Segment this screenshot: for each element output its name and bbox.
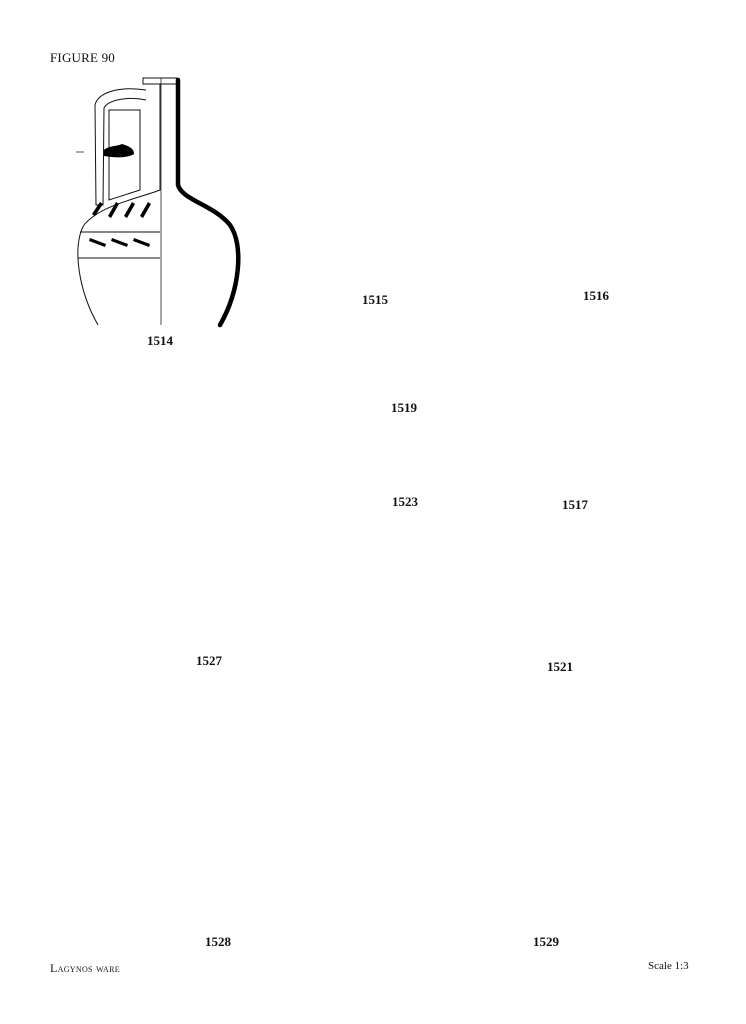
- vessel-drawing-1514: [76, 77, 241, 328]
- catalog-number-1527: 1527: [196, 653, 222, 668]
- catalog-number-1514: 1514: [147, 333, 173, 348]
- catalog-number-1528: 1528: [205, 934, 231, 949]
- scale-note: Scale 1:3: [648, 960, 689, 972]
- catalog-number-1515: 1515: [362, 292, 388, 307]
- catalog-number-1529: 1529: [533, 934, 559, 949]
- catalog-number-1517: 1517: [562, 497, 588, 512]
- plate-caption: Lagynos ware: [50, 961, 120, 975]
- catalog-number-1519: 1519: [391, 400, 417, 415]
- catalog-number-1523: 1523: [392, 494, 418, 509]
- catalog-number-1516: 1516: [583, 288, 609, 303]
- figure-title: FIGURE 90: [50, 50, 115, 65]
- catalog-number-1521: 1521: [547, 659, 573, 674]
